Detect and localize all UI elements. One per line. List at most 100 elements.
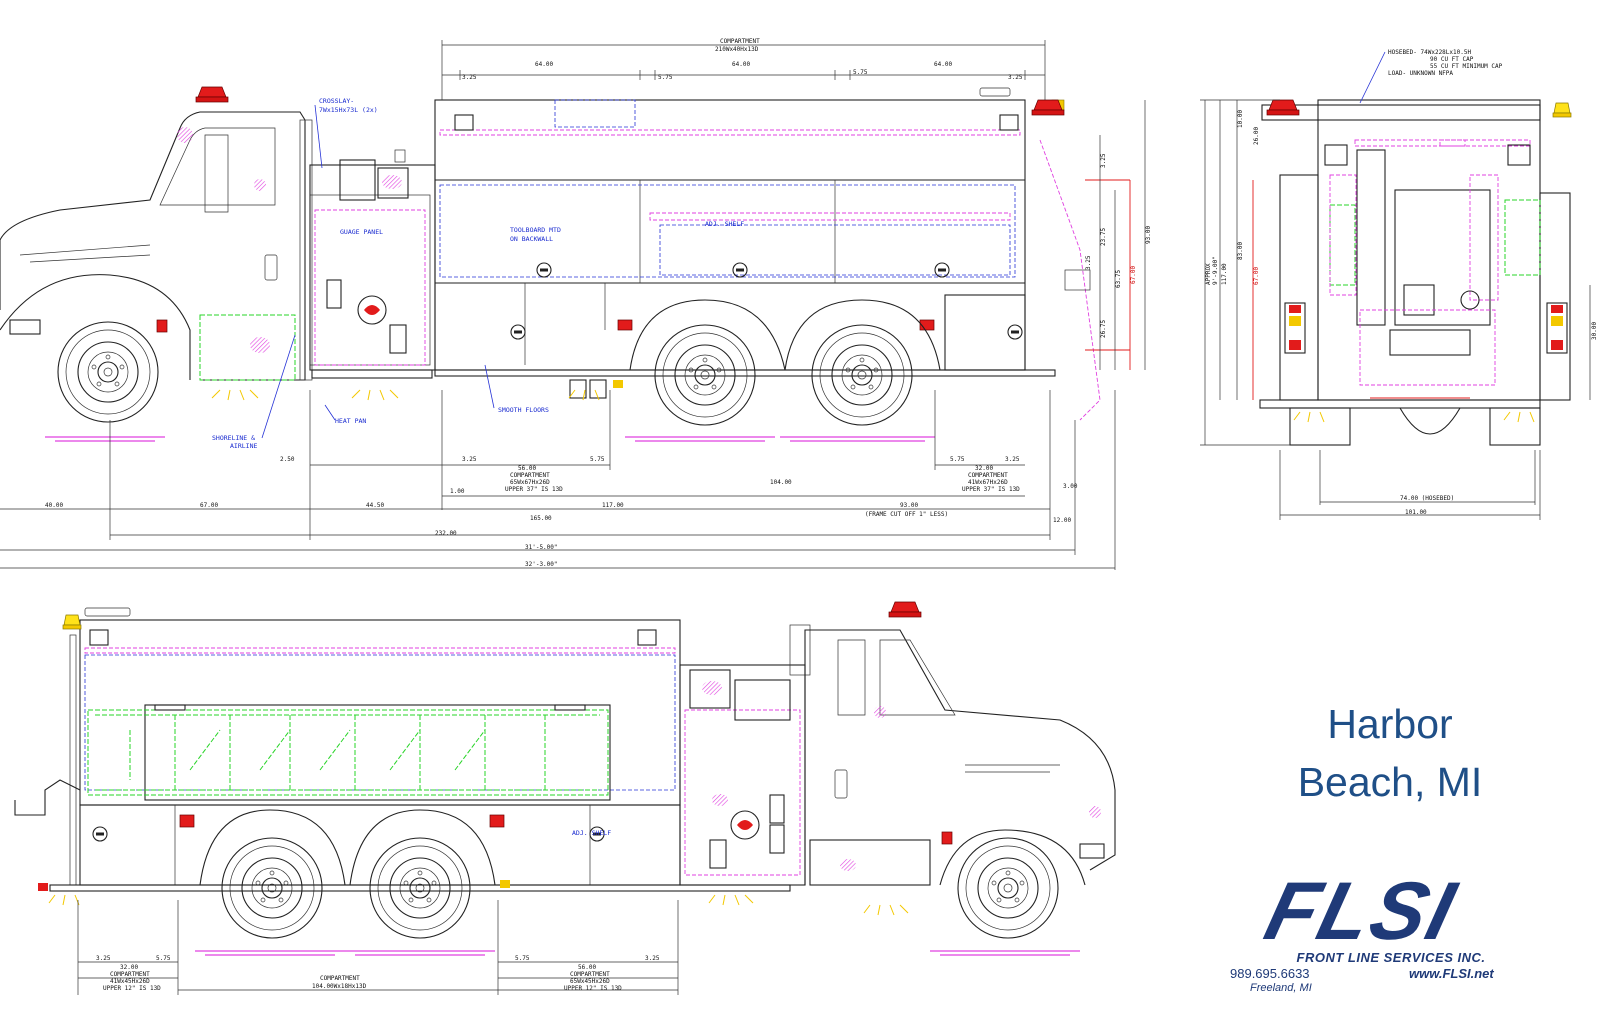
right-dim-5: 26.75	[1100, 320, 1107, 338]
top-dimensions: COMPARTMENT 210Wx40Hx13D 3.25 64.00 5.75…	[441, 38, 1046, 100]
top-compartment-size: 210Wx40Hx13D	[715, 46, 759, 53]
bottom-left-comp-l1: 56.00	[518, 465, 536, 472]
top-dim-4: 64.00	[732, 61, 750, 68]
rear-approx-2: 9'-9.00"	[1212, 256, 1219, 285]
rear-hosebed-width: 74.00 (HOSEBED)	[1400, 495, 1454, 502]
rear-dim-26: 26.00	[1253, 127, 1260, 145]
logo-wordmark: FLSI	[1256, 866, 1466, 957]
top-dim-6: 64.00	[934, 61, 952, 68]
rear-dim-30: 30.00	[1591, 322, 1598, 340]
bottom-right-comp-l4: UPPER 37" IS 13D	[962, 486, 1020, 493]
crosslay-label-2: 7Wx15Hx73L (2x)	[319, 106, 378, 114]
flsi-logo: FLSI FRONT LINE SERVICES INC. 989.695.66…	[1230, 866, 1548, 1000]
lower-right-l4: UPPER 12" IS 13D	[564, 985, 622, 992]
bottom-right-comp-l3: 41Wx67Hx26D	[968, 479, 1008, 486]
bottom-left-comp-l4: UPPER 37" IS 13D	[505, 486, 563, 493]
rear-approx-1: APPROX	[1205, 263, 1212, 285]
rear-bottom-dimensions: 74.00 (HOSEBED) 101.00	[1279, 450, 1541, 520]
hosebed-label-3: 55 CU FT MINIMUM CAP	[1430, 63, 1503, 70]
lower-left-l1: 32.00	[120, 964, 138, 971]
bottom-left-comp-d1: 3.25	[462, 456, 477, 463]
rear-overall-width: 101.00	[1405, 509, 1427, 516]
top-dim-2: 64.00	[535, 61, 553, 68]
logo-city: Freeland, MI	[1250, 982, 1312, 994]
hosebed-label-2: 90 CU FT CAP	[1430, 56, 1474, 63]
dim-1-00: 1.00	[450, 488, 465, 495]
shoreline-label-2: AIRLINE	[230, 442, 257, 450]
dim-117: 117.00	[602, 502, 624, 509]
lower-right-l2: COMPARTMENT	[570, 971, 610, 978]
logo-phone: 989.695.6633	[1230, 966, 1310, 981]
dim-3-00: 3.00	[1063, 483, 1078, 490]
location-line-1: Harbor	[1327, 701, 1453, 747]
lower-side-view: ADJ. SHELF	[14, 601, 1116, 995]
lower-left-l4: UPPER 12" IS 13D	[103, 985, 161, 992]
location-title: Harbor Beach, MI	[1260, 695, 1520, 811]
ground-marks	[45, 436, 935, 442]
bottom-left-comp-l3: 65Wx67Hx26D	[510, 479, 550, 486]
adj-shelf-label: ADJ. SHELF	[705, 220, 744, 228]
lower-right-d1: 5.75	[515, 955, 530, 962]
dim-93: 93.00	[900, 502, 918, 509]
toolboard-label-2: ON BACKWALL	[510, 235, 553, 243]
right-dim-4: 63.75	[1115, 270, 1122, 288]
top-compartment-label: COMPARTMENT	[720, 38, 760, 45]
lower-left-l3: 41Wx45Hx26D	[110, 978, 150, 985]
dim-165: 165.00	[530, 515, 552, 522]
bottom-left-comp-l2: COMPARTMENT	[510, 472, 550, 479]
right-dim-7: 93.00	[1145, 226, 1152, 244]
lower-right-l1: 56.00	[578, 964, 596, 971]
right-dim-2: 23.75	[1100, 228, 1107, 246]
bottom-left-comp-d2: 5.75	[590, 456, 605, 463]
bottom-right-comp-l1: 32.00	[975, 465, 993, 472]
dim-67: 67.00	[200, 502, 218, 509]
lower-left-d2: 5.75	[156, 955, 171, 962]
location-line-2: Beach, MI	[1297, 759, 1483, 805]
top-dim-1: 3.25	[462, 74, 477, 81]
dim-44-50: 44.50	[366, 502, 384, 509]
side-view: GUAGE PANEL TOOLBOARD MTD ON BACKWALL AD…	[0, 38, 1152, 570]
heat-pan-label: HEAT PAN	[335, 417, 366, 425]
dim-104: 104.00	[770, 479, 792, 486]
toolboard-label-1: TOOLBOARD MTD	[510, 226, 561, 234]
rear-left-dimensions: 10.00 26.00 83.00 67.00 APPROX 9'-9.00" …	[1200, 99, 1290, 446]
shoreline-label-1: SHORELINE &	[212, 434, 255, 442]
bottom-dimensions: 2.50 3.25 5.75 56.00 COMPARTMENT 65Wx67H…	[0, 390, 1116, 570]
dim-12: 12.00	[1053, 517, 1071, 524]
rear-dim-67: 67.00	[1253, 267, 1260, 285]
lower-adj-shelf-label: ADJ. SHELF	[572, 829, 611, 837]
lower-right-d2: 3.25	[645, 955, 660, 962]
crosslay-label-1: CROSSLAY-	[319, 97, 354, 105]
logo-company-name: FRONT LINE SERVICES INC.	[1296, 950, 1486, 965]
right-dim-6: 67.00	[1130, 266, 1137, 284]
hosebed-label-4: LOAD- UNKNOWN NFPA	[1388, 70, 1453, 77]
rear-dim-117: 117.00	[1221, 263, 1228, 285]
logo-website: www.FLSI.net	[1409, 966, 1494, 981]
rear-dim-83: 83.00	[1237, 242, 1244, 260]
top-dim-5: 5.75	[853, 69, 868, 76]
right-dimensions: 3.25 23.75 3.25 63.75 26.75 67.00 93.00	[1085, 100, 1152, 370]
lower-right-l3: 65Wx45Hx26D	[570, 978, 610, 985]
hosebed-label-1: HOSEBED- 74Wx228Lx10.5H	[1388, 49, 1471, 56]
right-dim-3: 3.25	[1085, 255, 1092, 270]
dim-31ft: 31'-5.00"	[525, 544, 558, 551]
bottom-right-comp-d2: 3.25	[1005, 456, 1020, 463]
smooth-floors-label: SMOOTH FLOORS	[498, 406, 549, 414]
dim-2-50: 2.50	[280, 456, 295, 463]
top-dim-7: 3.25	[1008, 74, 1023, 81]
lower-dimensions: 3.25 5.75 32.00 COMPARTMENT 41Wx45Hx26D …	[77, 900, 679, 995]
guage-panel-label: GUAGE PANEL	[340, 228, 383, 236]
frame-cut-note: (FRAME CUT OFF 1" LESS)	[865, 511, 948, 518]
dim-232: 232.00	[435, 530, 457, 537]
dim-40: 40.00	[45, 502, 63, 509]
bottom-right-comp-d1: 5.75	[950, 456, 965, 463]
top-dim-3: 5.75	[658, 74, 673, 81]
dim-32ft: 32'-3.00"	[525, 561, 558, 568]
rear-view: HOSEBED- 74Wx228Lx10.5H 90 CU FT CAP 55 …	[1200, 49, 1598, 520]
lower-mid-l2: 104.00Wx18Hx13D	[312, 983, 367, 990]
lower-left-d1: 3.25	[96, 955, 111, 962]
right-dim-1: 3.25	[1100, 153, 1107, 168]
lower-mid-l1: COMPARTMENT	[320, 975, 360, 982]
bottom-right-comp-l2: COMPARTMENT	[968, 472, 1008, 479]
